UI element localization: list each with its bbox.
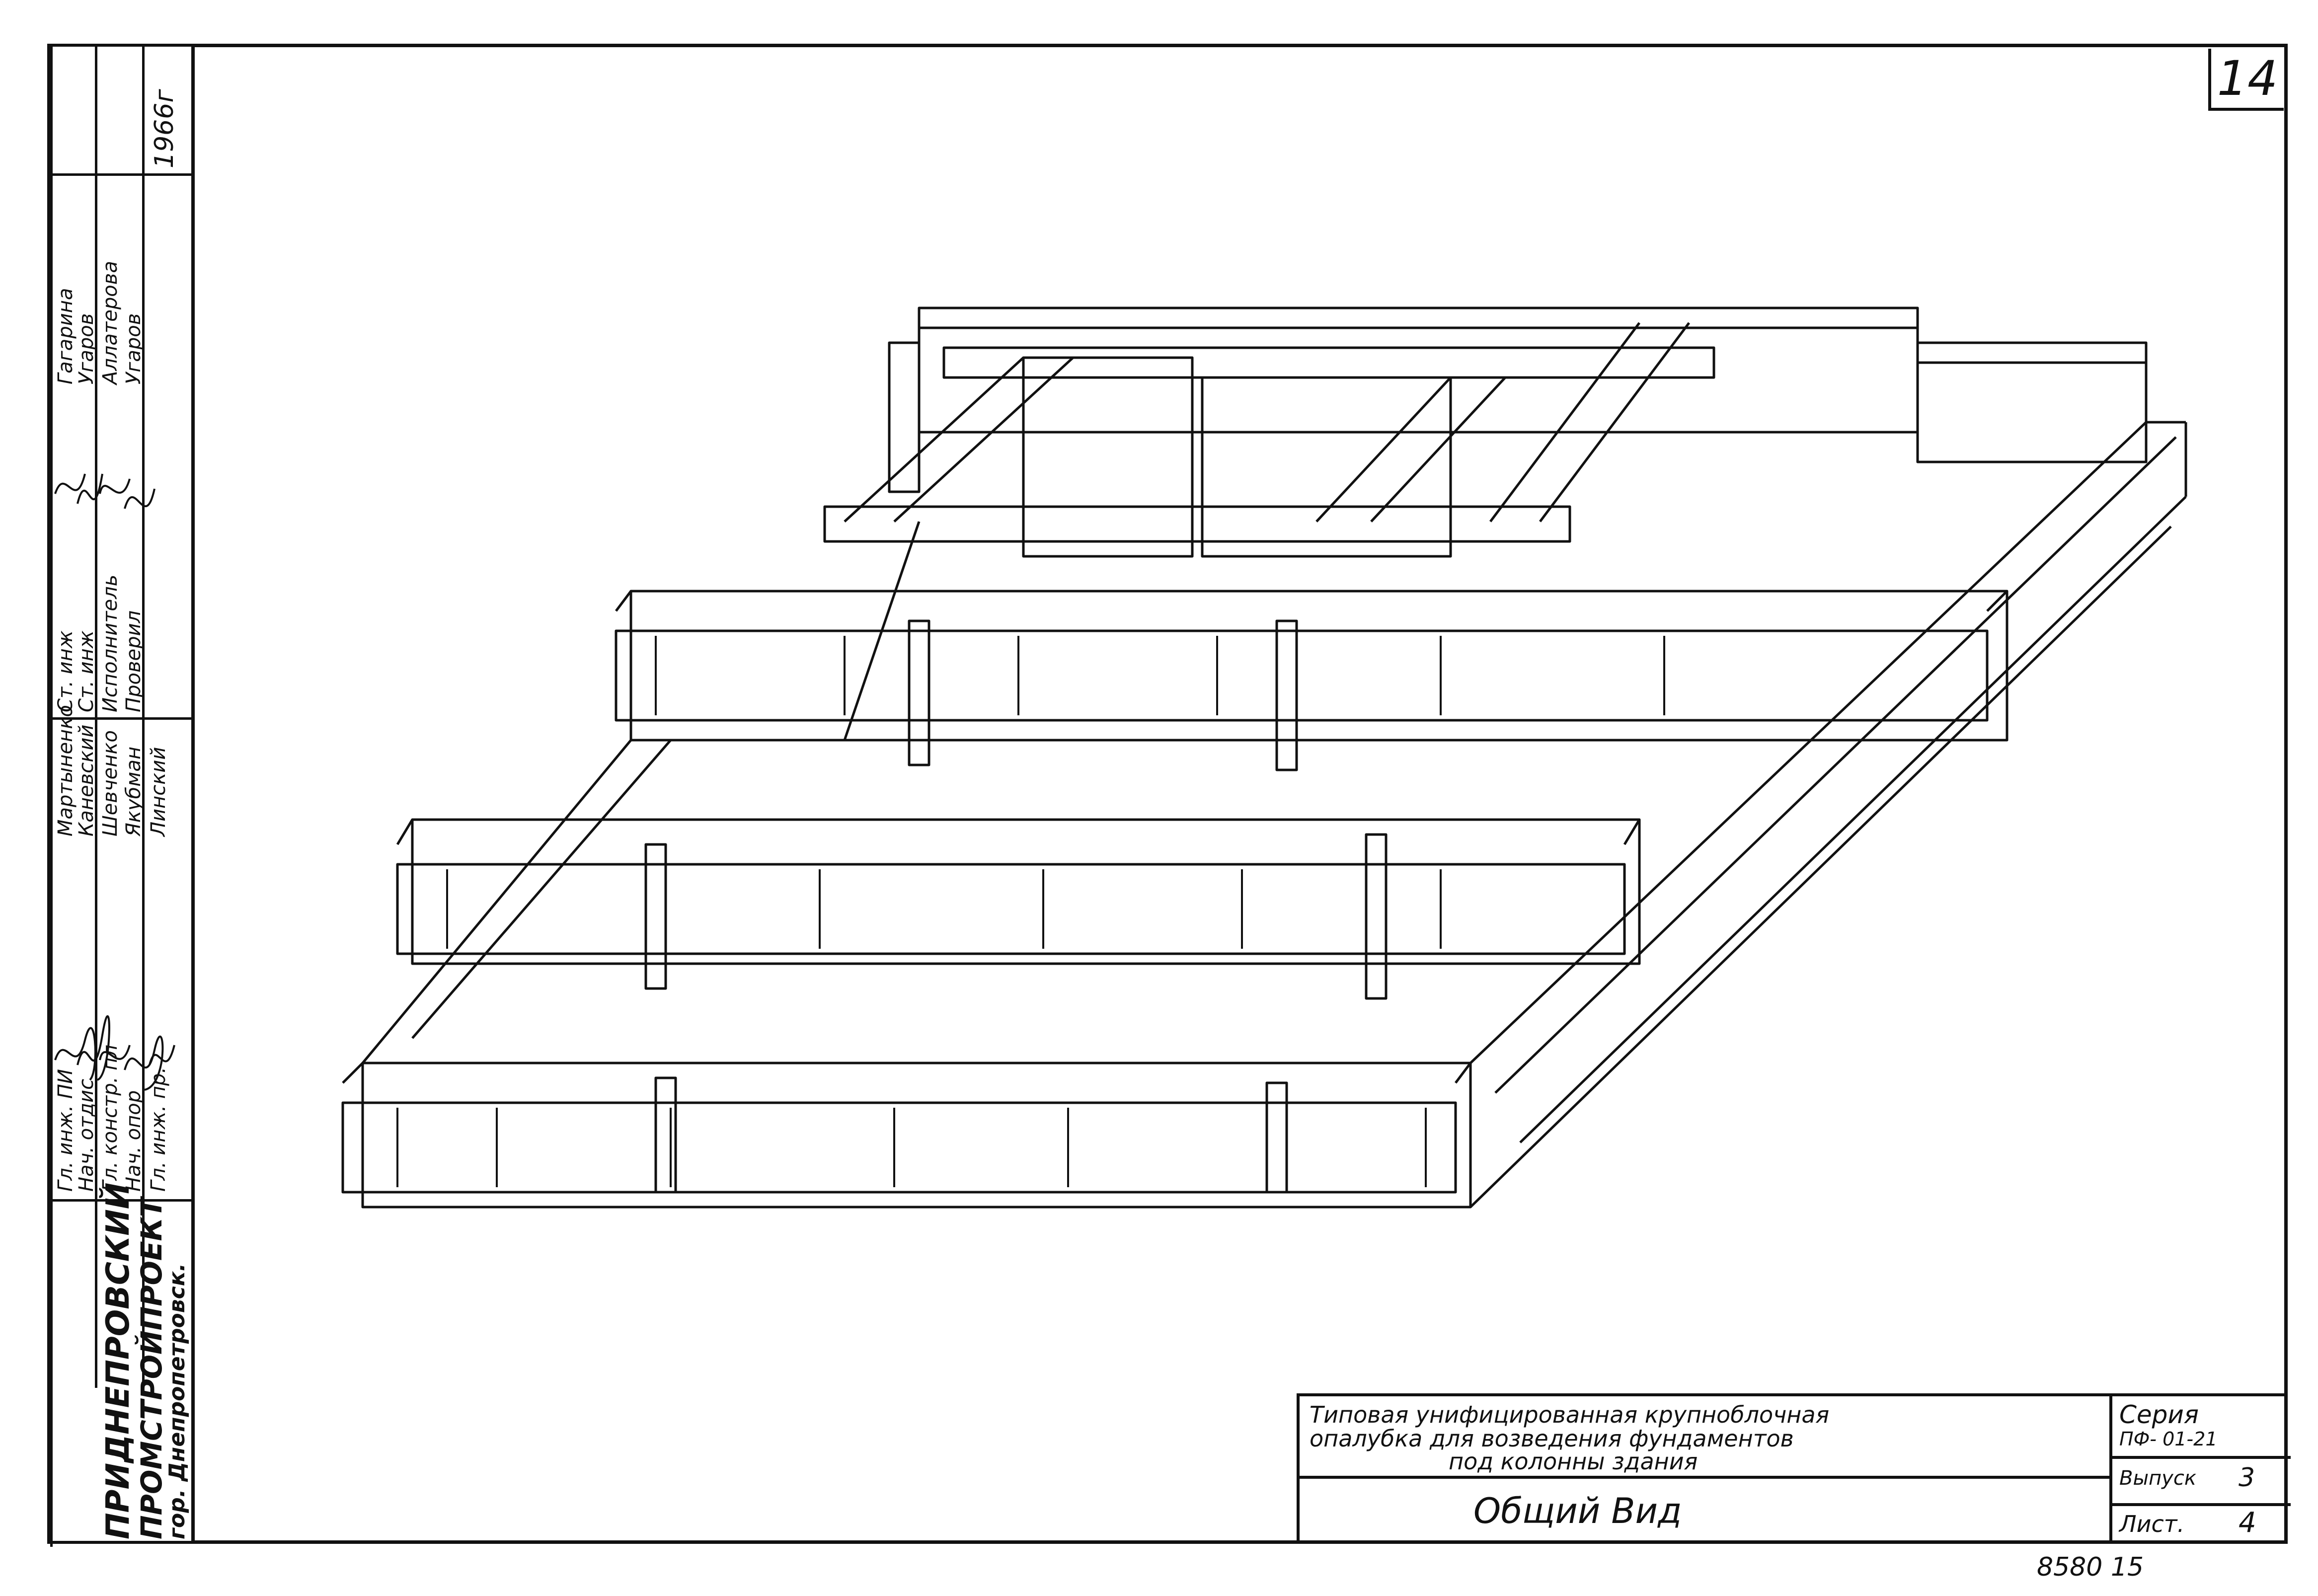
sheet-title: Общий Вид (1473, 1491, 1682, 1531)
right-side-frame (1469, 421, 2187, 1208)
left-side-frame (362, 521, 921, 1064)
middle-panel-row (396, 818, 1641, 965)
signature-scribbles (54, 473, 175, 1091)
vertical-posts (644, 619, 1388, 1194)
sheet-label: Лист. (2119, 1511, 2185, 1537)
series-value: ПФ- 01-21 (2119, 1428, 2218, 1450)
front-stiffeners (396, 636, 1665, 1187)
title-block: Типовая унифицированная крупноблочная оп… (1297, 1393, 2291, 1544)
issue-value: 3 (2239, 1463, 2255, 1493)
bottom-note: 8580 15 (2037, 1552, 2144, 1582)
drawing-frame (191, 44, 2288, 1544)
description-line2: опалубка для возведения фундаментов (1310, 1425, 1794, 1452)
back-upper-frame (888, 306, 2148, 493)
description-line3: под колонны здания (1449, 1448, 1698, 1475)
left-stamp: 1966г ПРИДНЕПРОВСКИЙ ПРОМСТРОЙПРОЕКТ гор… (47, 44, 194, 1547)
sheet-value: 4 (2239, 1507, 2256, 1539)
issue-label: Выпуск (2119, 1467, 2196, 1490)
sheet-number: 14 (2208, 49, 2284, 111)
series-label: Серия (2119, 1400, 2199, 1429)
inner-core (823, 322, 1715, 558)
front-panel-row (341, 1062, 1472, 1209)
description-line1: Типовая унифицированная крупноблочная (1310, 1401, 1830, 1428)
rear-panel-row (615, 590, 2009, 742)
